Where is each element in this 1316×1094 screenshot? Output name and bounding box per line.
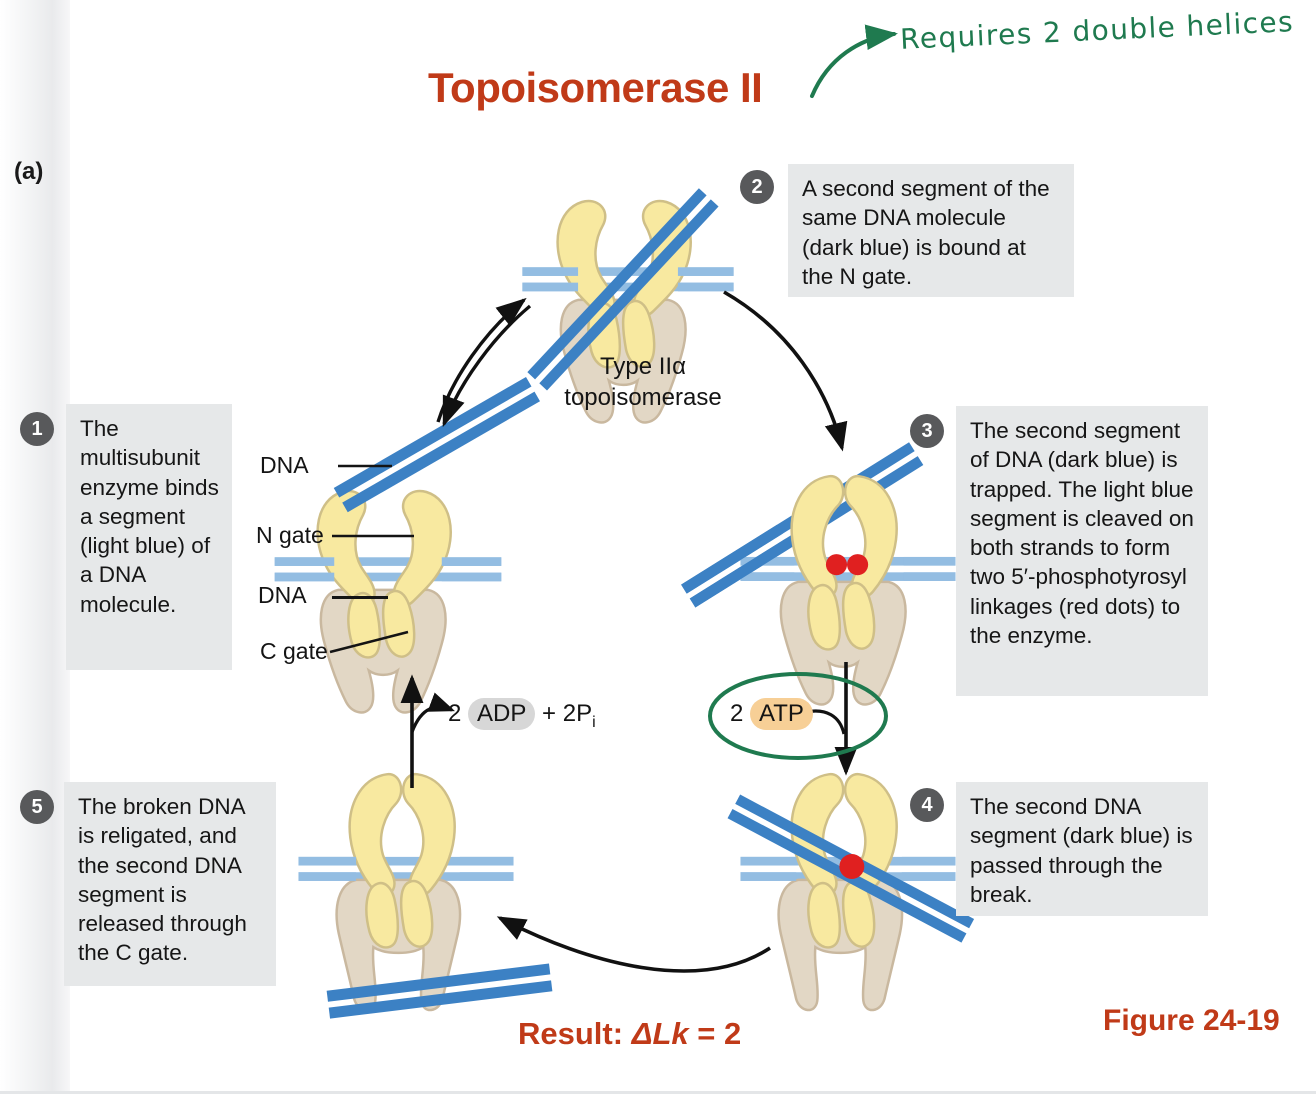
dna-light-blue-horizontal-state3 (740, 556, 956, 581)
result-label: Result: ΔLk = 2 (518, 1016, 741, 1052)
adp-count: 2 (448, 700, 469, 727)
complex-state-3 (681, 442, 956, 706)
atp-pill: ATP (750, 698, 813, 730)
label-dna-bound: DNA (258, 582, 307, 608)
step-box-4: The second DNA segment (dark blue) is pa… (956, 782, 1208, 916)
topoisomerase-enzyme-state5 (335, 772, 462, 1012)
dna-dark-blue-released (326, 963, 553, 1019)
result-prefix: Result: (518, 1016, 632, 1051)
cleavage-red-dot-right (847, 554, 869, 576)
topoisomerase-enzyme-state4 (777, 772, 904, 1012)
atp-label: 2 ATP (730, 698, 813, 730)
leader-c-gate (329, 630, 409, 654)
adp-label: 2 ADP + 2Pi (448, 698, 596, 732)
dna-dark-blue-free-left (333, 376, 540, 513)
cycle-arrow-2-to-3 (723, 290, 848, 452)
step-badge-3: 3 (910, 414, 944, 448)
dna-light-blue-horizontal-state5 (298, 856, 514, 881)
dna-dark-blue-front-state3 (681, 524, 792, 608)
dna-light-blue-ends-state4 (740, 856, 956, 881)
result-value: = 2 (688, 1016, 742, 1051)
annotation-arrow-to-title (810, 24, 898, 98)
result-symbol: ΔLk (631, 1016, 689, 1051)
panel-label: (a) (14, 158, 44, 185)
cycle-arrow-1-to-2-up (436, 297, 527, 423)
enzyme-name-label: Type IIα topoisomerase (548, 352, 738, 413)
step-badge-2: 2 (740, 170, 774, 204)
topoisomerase-enzyme-state1 (316, 489, 452, 714)
step-badge-4: 4 (910, 788, 944, 822)
dna-light-blue-horizontal-top (522, 267, 734, 292)
slide-bottom-rule (0, 1091, 1316, 1094)
label-dna-top: DNA (260, 452, 309, 478)
adp-subscript: i (592, 713, 596, 731)
enzyme-name-line2: topoisomerase (564, 383, 722, 411)
label-n-gate: N gate (256, 522, 324, 548)
adp-branch-arrow (410, 692, 455, 733)
cleavage-red-dot-state4 (839, 854, 865, 879)
dna-light-blue-ends-state3 (740, 556, 956, 581)
handwritten-annotation-title: Requires 2 double helices (899, 5, 1295, 56)
adp-pill: ADP (468, 698, 536, 730)
dna-light-blue-ends-left (274, 557, 502, 582)
page-title: Topoisomerase II (428, 64, 763, 111)
step-box-5: The broken DNA is religated, and the sec… (64, 782, 276, 986)
cycle-arrow-4-to-5 (496, 916, 771, 973)
dna-light-blue-ends-state5 (298, 856, 514, 881)
enzyme-name-line1: Type IIα (600, 353, 686, 380)
figure-number: Figure 24-19 (1103, 1004, 1280, 1037)
label-c-gate: C gate (260, 638, 328, 664)
topoisomerase-enzyme-state3 (779, 474, 907, 706)
atp-count: 2 (730, 700, 751, 727)
step-box-3: The second segment of DNA (dark blue) is… (956, 406, 1208, 696)
dna-light-blue-ends-top (522, 267, 734, 292)
cycle-arrow-2-to-1-down (442, 304, 532, 428)
step-badge-1: 1 (20, 412, 54, 446)
dna-light-blue-horizontal-state4 (740, 856, 956, 881)
complex-state-5 (298, 772, 514, 1012)
adp-suffix: + 2P (535, 700, 593, 727)
step-box-1: The multisubunit enzyme binds a segment … (66, 404, 232, 670)
dna-dark-blue-diagonal-state3 (681, 442, 924, 608)
cleavage-red-dot-left (825, 554, 848, 576)
step-box-2: A second segment of the same DNA molecul… (788, 164, 1074, 297)
dna-light-blue-horizontal-left (274, 557, 502, 582)
leader-dna-bound (332, 596, 388, 599)
step-badge-5: 5 (20, 790, 54, 824)
